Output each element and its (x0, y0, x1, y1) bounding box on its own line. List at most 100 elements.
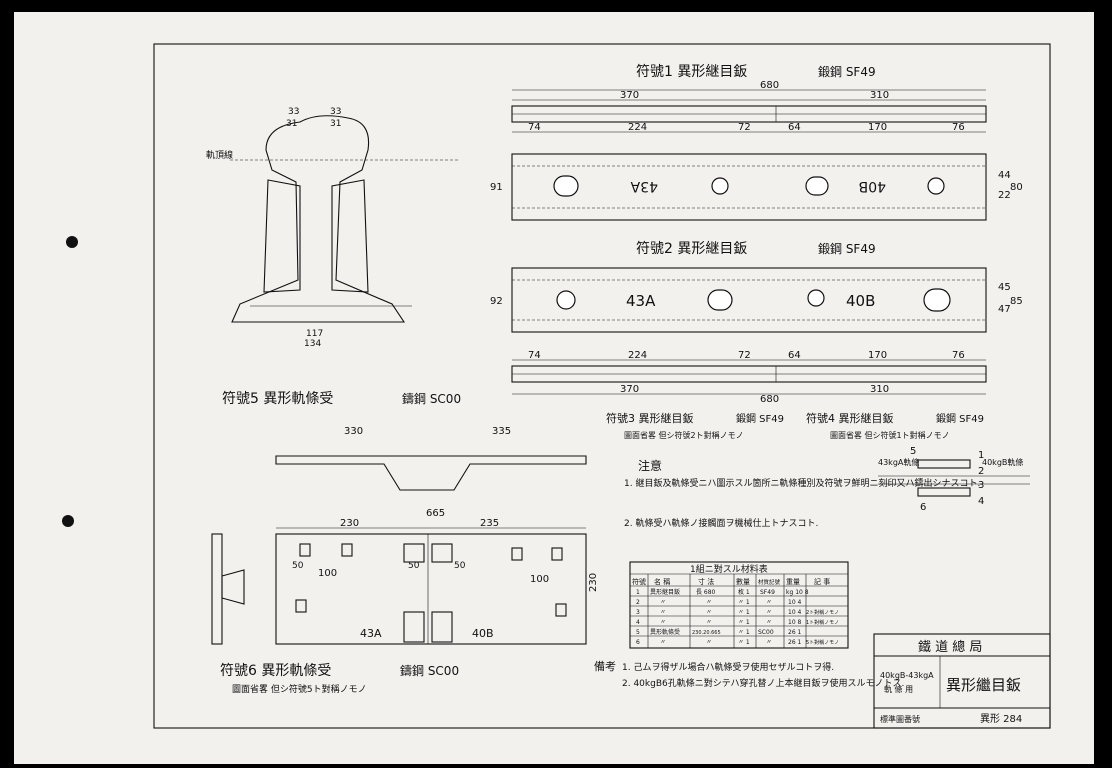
svg-text:10 4: 10 4 (788, 599, 802, 606)
svg-text:64: 64 (788, 122, 801, 133)
part1-mark-43a: 43A (630, 178, 658, 194)
svg-text:76: 76 (952, 122, 965, 133)
rail-section: 軌頂線 33 31 33 31 117 134 (206, 107, 460, 349)
svg-text:1. 継目鈑及軌條受ニハ圖示スル箇所ニ軌條種別及符號ヲ鮮明ニ: 1. 継目鈑及軌條受ニハ圖示スル箇所ニ軌條種別及符號ヲ鮮明ニ刻印又ハ鑄出シナスコ… (624, 477, 980, 489)
svg-text:名 稱: 名 稱 (654, 577, 670, 586)
material-table: 1組ニ對スル材料表 符號 名 稱 寸 法 數量 材質記號 重量 記 事 1 異形… (629, 561, 849, 649)
svg-text:2: 2 (978, 466, 984, 477)
svg-text:3: 3 (636, 609, 640, 616)
svg-text:74: 74 (528, 350, 541, 361)
svg-text:〃 1: 〃 1 (738, 619, 750, 626)
part5-material: 鑄鋼 SC00 (402, 391, 461, 406)
part1-dim-total: 680 (760, 80, 779, 91)
svg-text:91: 91 (490, 182, 503, 193)
part4-note: 圖面省畧 但シ符號1ト對稱ノモノ (830, 430, 950, 440)
part4-material: 鍛鋼 SF49 (936, 412, 984, 425)
svg-text:10 4: 10 4 (788, 609, 802, 616)
svg-text:40kgB-43kgA: 40kgB-43kgA (880, 671, 934, 680)
svg-text:335: 335 (492, 426, 511, 437)
part1-title: 符號1 異形継目鈑 (636, 64, 747, 80)
assembly-sketch: 43kgA軌條 40kgB軌條 5 1 2 3 6 4 (878, 446, 1030, 513)
svg-text:100: 100 (530, 574, 549, 585)
title-block-org: 鐵 道 總 局 (918, 639, 982, 655)
svg-text:〃: 〃 (706, 609, 712, 616)
svg-text:枚 1: 枚 1 (738, 588, 750, 596)
svg-text:〃: 〃 (766, 619, 772, 626)
svg-text:5: 5 (636, 629, 640, 636)
part5-title: 符號5 異形軌條受 (222, 391, 333, 407)
svg-text:33: 33 (288, 107, 299, 117)
svg-text:2. 軌條受ハ軌條ノ接觸面ヲ機械仕上トナスコト.: 2. 軌條受ハ軌條ノ接觸面ヲ機械仕上トナスコト. (624, 517, 818, 529)
svg-text:〃: 〃 (660, 619, 666, 626)
svg-text:22: 22 (998, 190, 1011, 201)
svg-text:45: 45 (998, 282, 1011, 293)
svg-text:長 680: 長 680 (696, 589, 716, 596)
part3-note: 圖面省畧 但シ符號2ト對稱ノモノ (624, 430, 744, 440)
punch-hole (62, 515, 74, 527)
svg-text:3: 3 (978, 480, 984, 491)
svg-text:2ト對稱ノモノ: 2ト對稱ノモノ (806, 609, 839, 616)
svg-text:〃: 〃 (660, 599, 666, 606)
svg-text:50: 50 (408, 561, 420, 571)
svg-text:50: 50 (454, 561, 466, 571)
svg-text:310: 310 (870, 384, 889, 395)
part5-mark-43a: 43A (360, 627, 382, 640)
svg-text:224: 224 (628, 122, 647, 133)
svg-text:〃: 〃 (706, 619, 712, 626)
svg-text:〃: 〃 (706, 599, 712, 606)
svg-text:2: 2 (636, 599, 640, 606)
svg-text:1. 己ムヲ得ザル場合ハ軌條受ヲ使用セザルコトヲ得.: 1. 己ムヲ得ザル場合ハ軌條受ヲ使用セザルコトヲ得. (622, 661, 834, 673)
svg-text:1ト對稱ノモノ: 1ト對稱ノモノ (806, 619, 839, 626)
part6-title: 符號6 異形軌條受 (220, 663, 331, 679)
part2-title: 符號2 異形継目鈑 (636, 241, 747, 257)
svg-text:符號: 符號 (632, 577, 646, 586)
svg-text:31: 31 (286, 119, 297, 129)
svg-text:〃: 〃 (766, 639, 772, 646)
part3-material: 鍛鋼 SF49 (736, 412, 784, 425)
svg-text:軌 條 用: 軌 條 用 (884, 684, 913, 694)
rail-top-line-label: 軌頂線 (206, 149, 233, 161)
svg-text:6: 6 (920, 502, 926, 513)
part5-view: 符號5 異形軌條受 鑄鋼 SC00 330 335 665 230 235 10… (211, 391, 599, 645)
svg-text:寸 法: 寸 法 (698, 577, 714, 586)
part5-mark-40b: 40B (472, 627, 494, 640)
svg-text:〃: 〃 (660, 639, 666, 646)
svg-text:74: 74 (528, 122, 541, 133)
title-block-name: 異形繼目鈑 (946, 676, 1021, 694)
part1-view: 符號1 異形継目鈑 鍛鋼 SF49 680 370 310 74 224 72 … (490, 64, 1023, 221)
svg-text:異形軌條受: 異形軌條受 (650, 628, 680, 636)
part3-title: 符號3 異形継目鈑 (606, 411, 694, 425)
svg-text:26 1: 26 1 (788, 639, 802, 646)
svg-text:100: 100 (318, 568, 337, 579)
title-block-std-no: 異形 284 (980, 713, 1022, 725)
part1-dim-right: 310 (870, 90, 889, 101)
svg-text:31: 31 (330, 119, 341, 129)
remarks: 備考 1. 己ムヲ得ザル場合ハ軌條受ヲ使用セザルコトヲ得. 2. 40kgB6孔… (594, 660, 904, 689)
notes: 注意 1. 継目鈑及軌條受ニハ圖示スル箇所ニ軌條種別及符號ヲ鮮明ニ刻印又ハ鑄出シ… (624, 458, 980, 529)
svg-text:43kgA軌條: 43kgA軌條 (878, 457, 919, 467)
part2-view: 符號2 異形継目鈑 鍛鋼 SF49 43A 40B 92 45 47 85 74… (490, 241, 1023, 405)
part6-note: 圖面省畧 但シ符號5ト對稱ノモノ (232, 683, 367, 695)
svg-text:5ト對稱ノモノ: 5ト對稱ノモノ (806, 639, 839, 646)
paper (14, 12, 1094, 764)
svg-text:33: 33 (330, 107, 341, 117)
svg-text:異形継目鈑: 異形継目鈑 (650, 588, 680, 596)
svg-text:〃: 〃 (766, 609, 772, 616)
svg-text:〃 1: 〃 1 (738, 629, 750, 636)
svg-text:50: 50 (292, 561, 304, 571)
drawing-frame (153, 43, 1051, 729)
svg-text:6: 6 (636, 639, 640, 646)
notes-heading: 注意 (638, 458, 662, 473)
part6-material: 鑄鋼 SC00 (400, 663, 459, 678)
svg-text:〃 1: 〃 1 (738, 639, 750, 646)
title-block: 鐵 道 總 局 40kgB-43kgA 軌 條 用 異形繼目鈑 標準圖番號 異形… (873, 633, 1051, 729)
remarks-heading: 備考 (594, 660, 616, 673)
svg-text:記 事: 記 事 (814, 577, 830, 586)
svg-text:230: 230 (340, 518, 359, 529)
svg-text:〃: 〃 (706, 639, 712, 646)
svg-text:72: 72 (738, 122, 751, 133)
part1-material: 鍛鋼 SF49 (818, 65, 876, 79)
svg-text:SF49: SF49 (760, 589, 775, 596)
svg-text:85: 85 (1010, 296, 1023, 307)
svg-text:〃: 〃 (660, 609, 666, 616)
